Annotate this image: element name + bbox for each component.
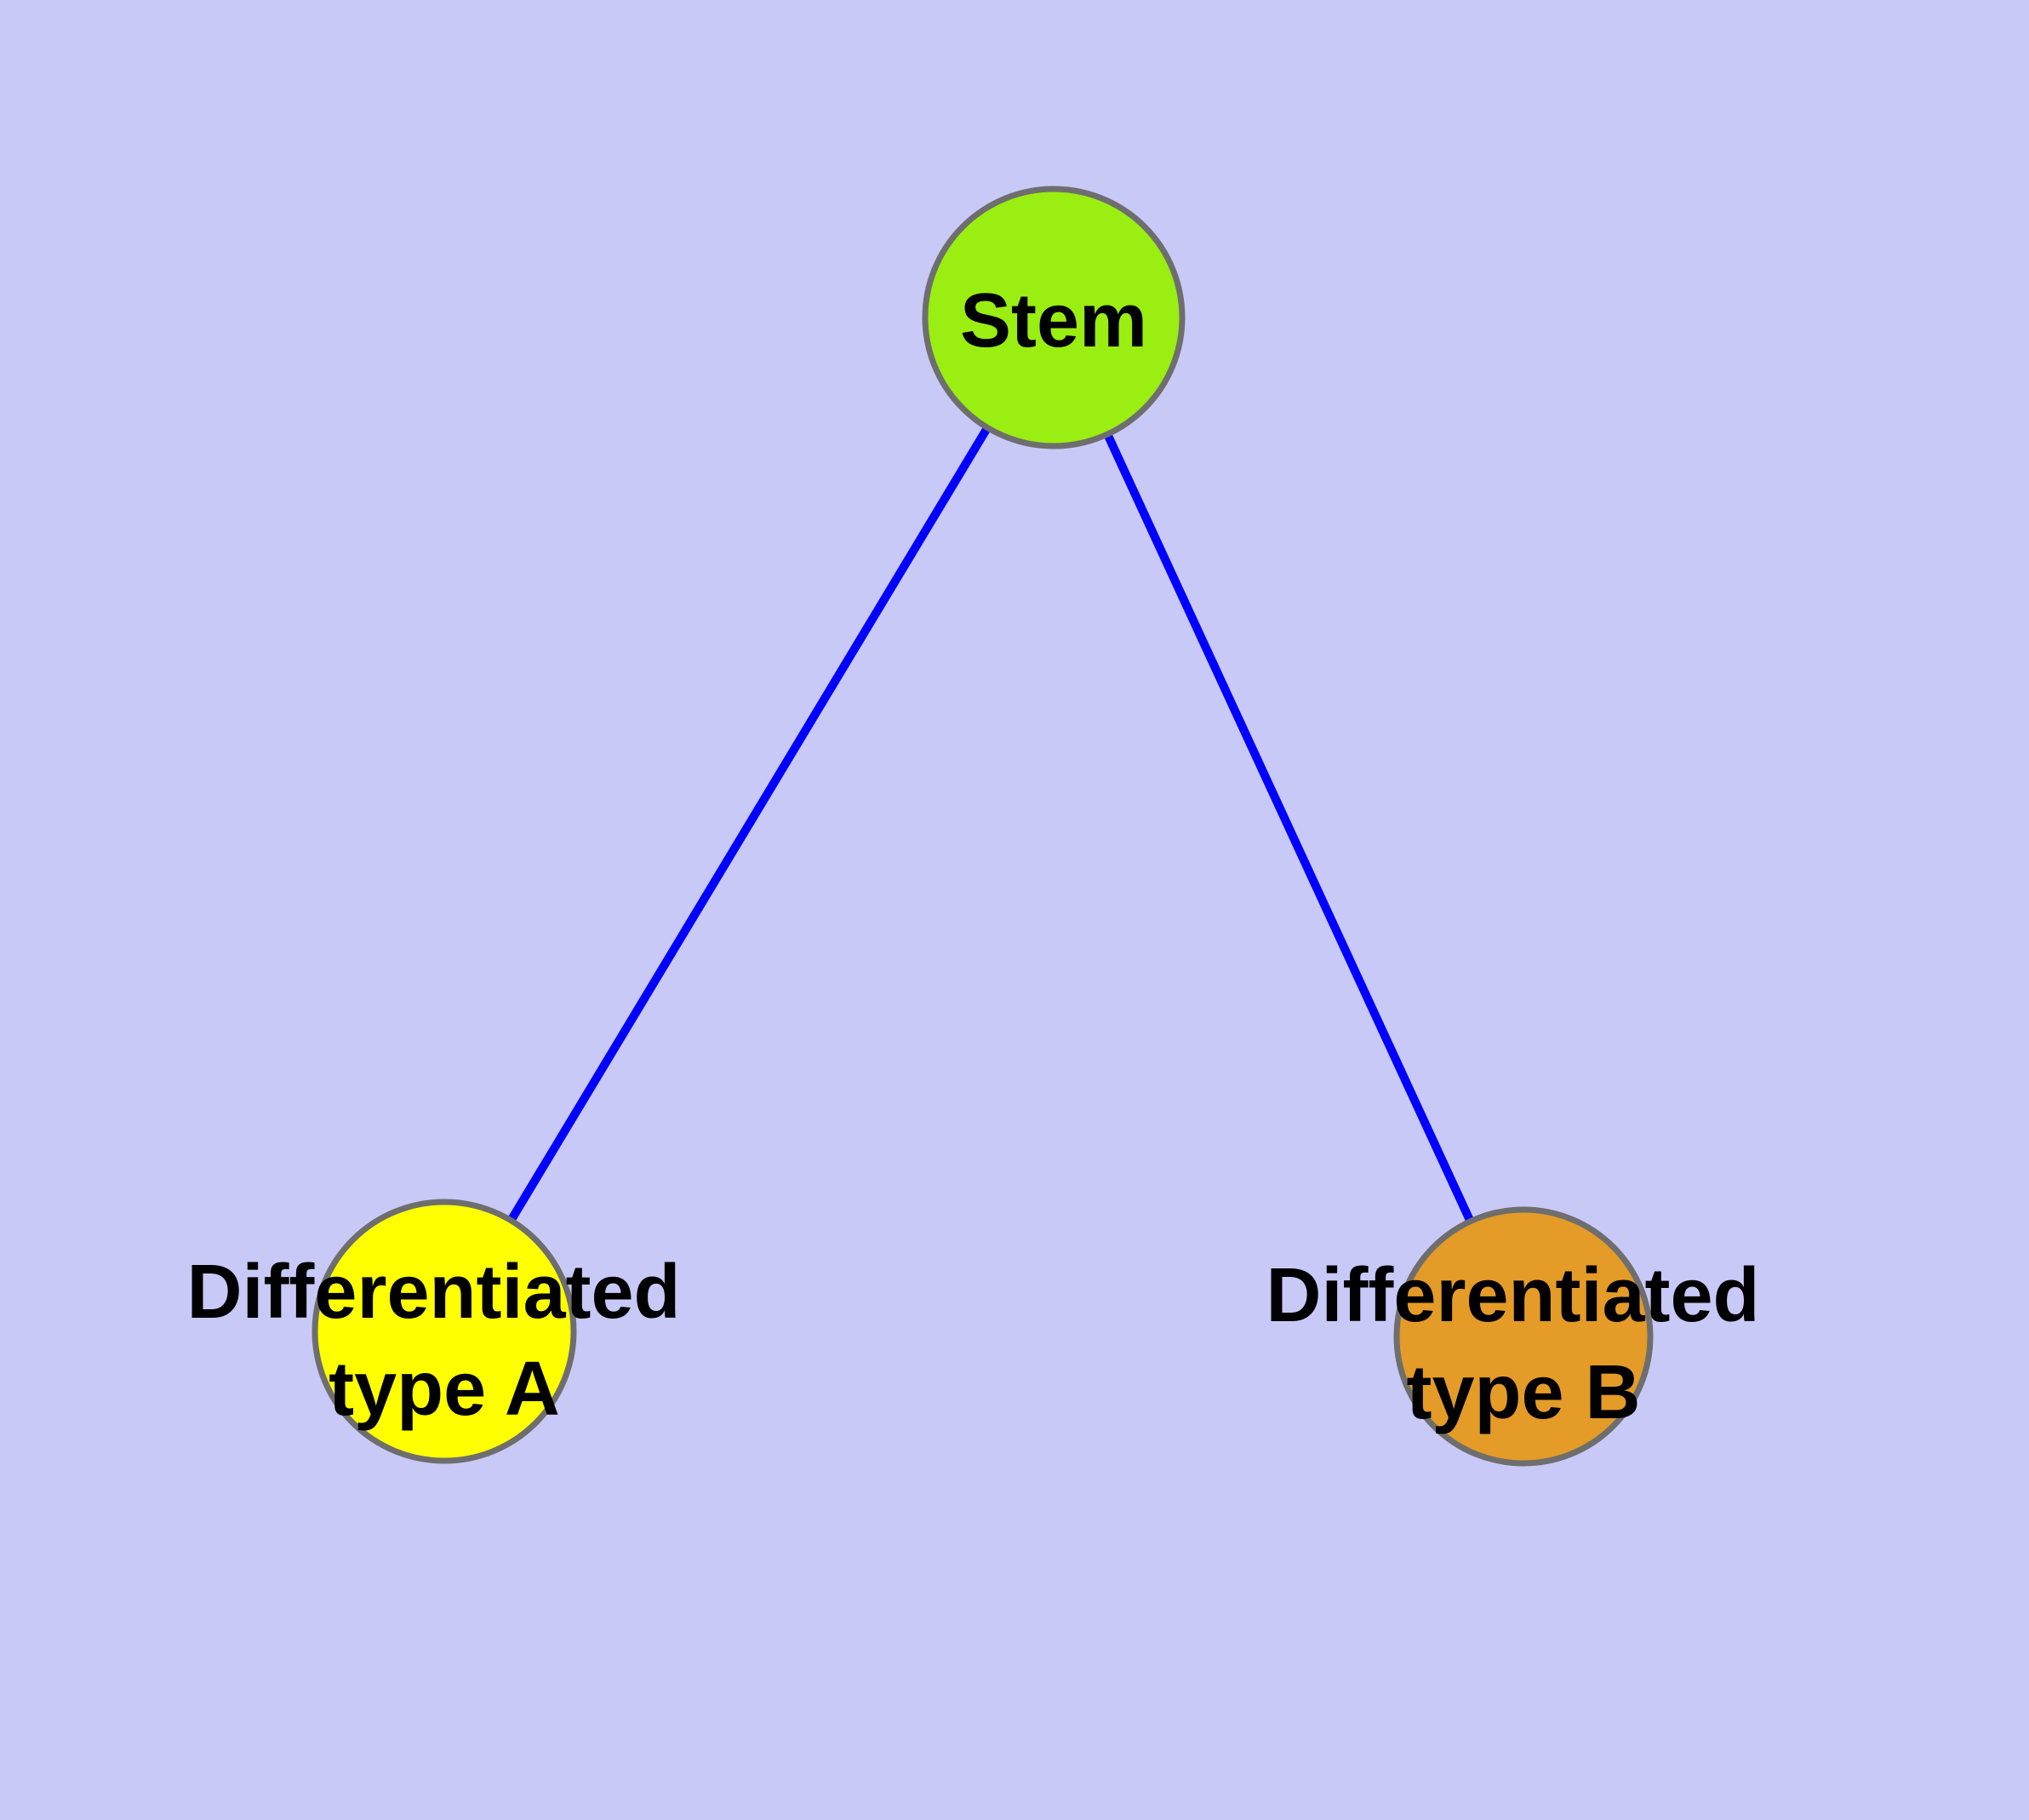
node-differentiated-type-b-circle	[1393, 1206, 1654, 1467]
node-differentiated-type-a-label-line1: Differentiated	[186, 1250, 680, 1335]
node-differentiated-type-a-label: Differentiated type A	[186, 1250, 701, 1432]
node-stem: Stem	[922, 186, 1186, 449]
node-differentiated-type-b: Differentiated type B	[1266, 1206, 1780, 1467]
node-stem-label: Stem	[960, 278, 1147, 363]
node-differentiated-type-a-label-line2: type A	[329, 1347, 560, 1432]
node-differentiated-type-b-label-line1: Differentiated	[1266, 1253, 1759, 1338]
node-stem-circle	[922, 186, 1186, 449]
node-differentiated-type-b-label: Differentiated type B	[1266, 1253, 1780, 1435]
node-differentiated-type-a-circle	[311, 1199, 577, 1464]
edge-stem-to-type-b	[1049, 315, 1528, 1339]
node-differentiated-type-a: Differentiated type A	[186, 1199, 701, 1464]
node-differentiated-type-b-label-line2: type B	[1406, 1350, 1640, 1435]
edge-stem-to-type-a	[440, 315, 1058, 1334]
